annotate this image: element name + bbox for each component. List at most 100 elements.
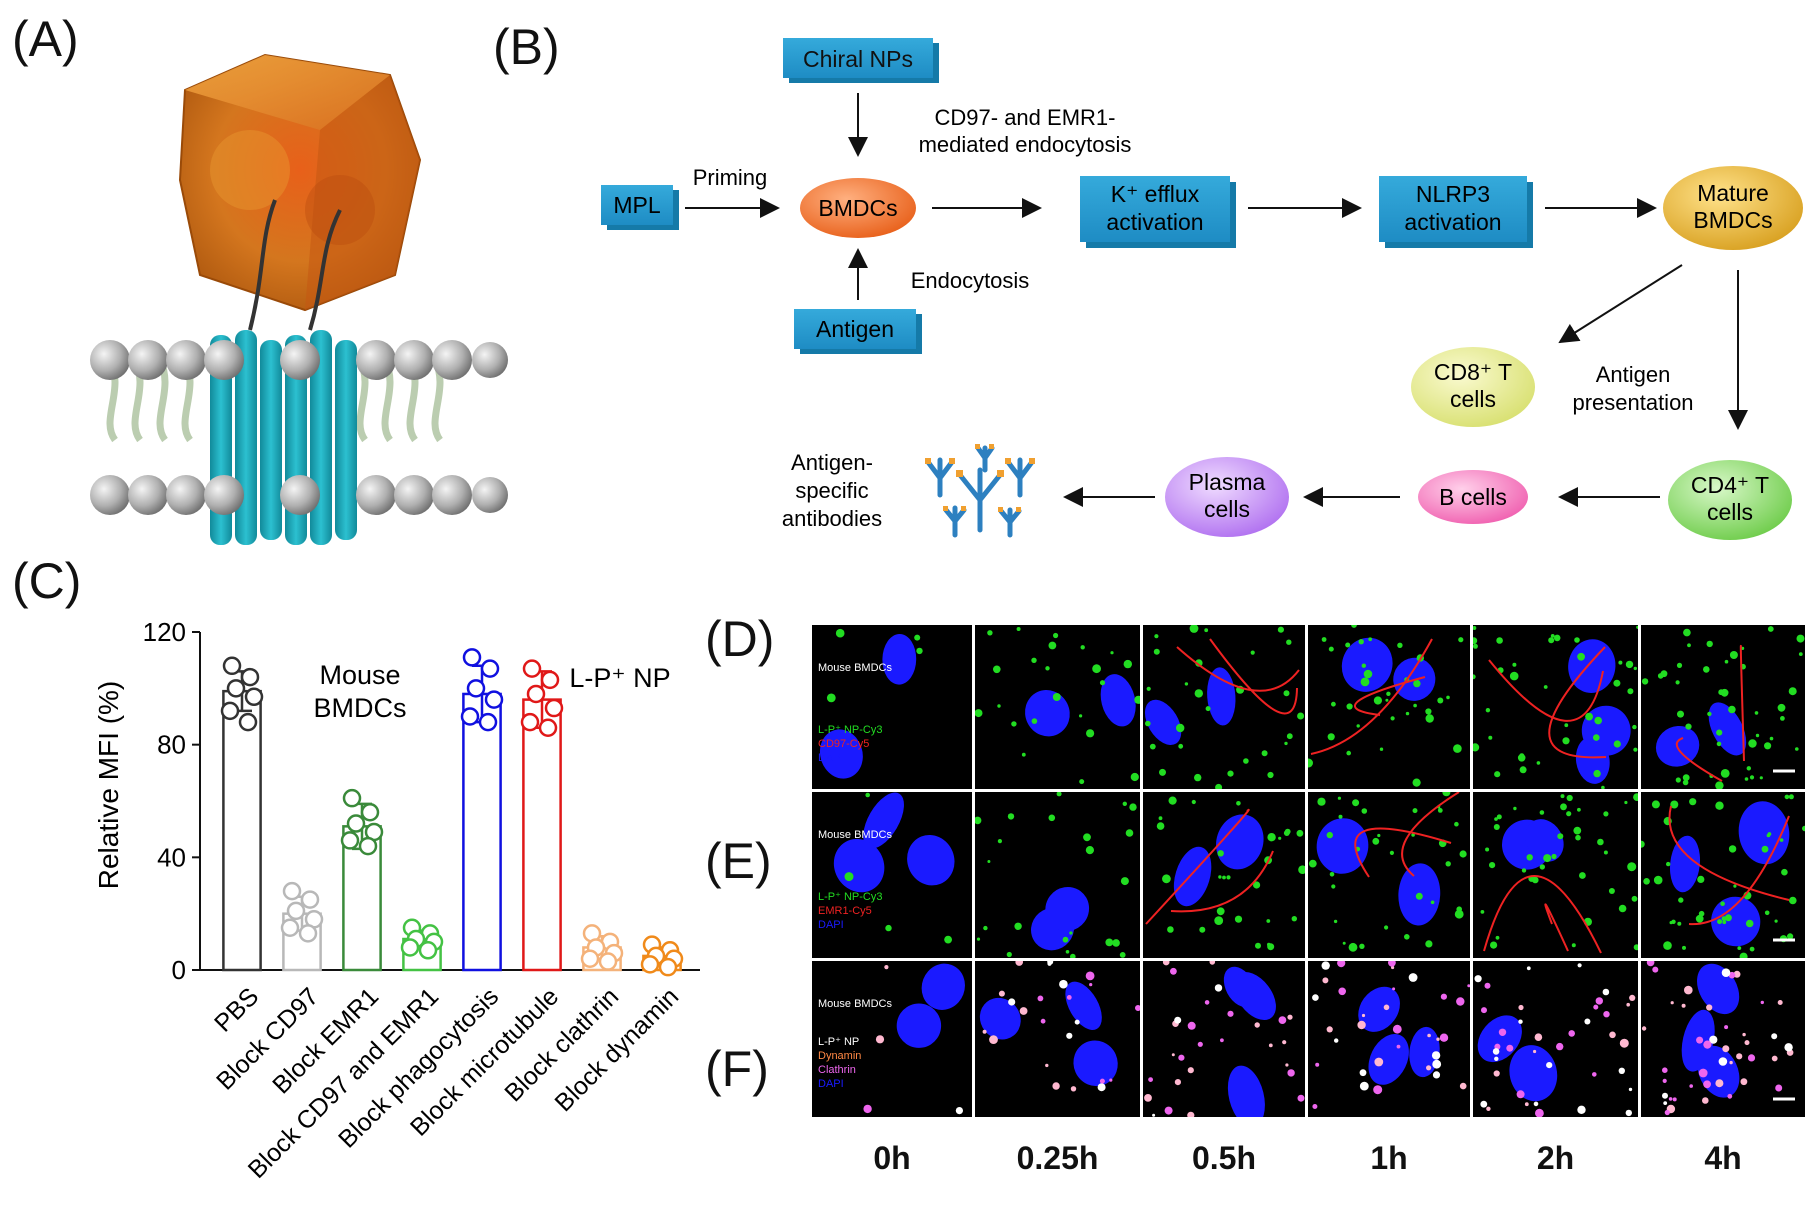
data-point (282, 881, 302, 901)
antibodies-line3: antibodies (782, 506, 882, 531)
micrograph-title: Mouse BMDCs (818, 829, 892, 841)
bmdcs-node: BMDCs (800, 178, 916, 238)
antigen-label: Antigen (816, 316, 894, 342)
plasma-line1: Plasma (1189, 469, 1266, 495)
data-point (540, 670, 560, 690)
mature-line2: BMDCs (1693, 207, 1772, 233)
channel-label: DAPI (818, 752, 844, 764)
b-cells-node: B cells (1418, 470, 1528, 524)
endocytosis-label: Endocytosis (911, 268, 1030, 293)
nlrp3-line2: activation (1404, 209, 1501, 235)
channel-label: L-P⁺ NP-Cy3 (818, 891, 883, 903)
bar (522, 698, 562, 972)
k-efflux-box: K⁺ efflux activation (1080, 176, 1236, 248)
time-point-label: 1h (1370, 1140, 1408, 1176)
panel-label-f: (F) (705, 1041, 769, 1097)
channel-label: DAPI (818, 1078, 844, 1090)
bcells-label: B cells (1439, 484, 1507, 510)
k-efflux-line1: K⁺ efflux (1111, 181, 1200, 207)
mpl-label: MPL (613, 192, 661, 218)
data-point (544, 698, 564, 718)
channel-label: CD97-Cy5 (818, 738, 870, 750)
data-point (418, 941, 438, 960)
data-point (280, 918, 300, 937)
micrograph-tile (1641, 792, 1805, 958)
cd4-line2: cells (1707, 499, 1753, 525)
micrograph-tile (1308, 792, 1470, 958)
channel-label: L-P⁺ NP (818, 1036, 860, 1048)
data-point (526, 684, 546, 704)
micrograph-tile (1473, 792, 1638, 958)
micrograph-tile (975, 792, 1140, 958)
category-label: PBS (209, 982, 264, 1037)
time-point-label: 4h (1704, 1140, 1742, 1176)
data-point (244, 687, 264, 707)
micrograph-tile (1641, 625, 1805, 789)
mpl-box: MPL (601, 185, 679, 230)
antibodies-line2: specific (795, 478, 868, 503)
data-point (484, 690, 504, 709)
channel-label: EMR1-Cy5 (818, 905, 872, 917)
micrograph-title: Mouse BMDCs (818, 998, 892, 1010)
data-point (346, 814, 366, 833)
cd8-line1: CD8⁺ T (1434, 359, 1512, 385)
micrograph-tile (1473, 961, 1638, 1117)
channel-label: L-P⁺ NP-Cy3 (818, 724, 883, 736)
cd97-endocytosis-line1: CD97- and EMR1- (935, 105, 1116, 130)
data-point (298, 924, 318, 943)
micrograph-tile (1308, 961, 1470, 1117)
antibodies-line1: Antigen- (791, 450, 873, 475)
nanoparticle-membrane-illustration (90, 53, 508, 545)
data-point (240, 667, 260, 687)
panel-label-e: (E) (705, 833, 772, 889)
cd4-t-cells-node: CD4⁺ T cells (1668, 460, 1792, 540)
relative-mfi-bar-chart: Relative MFI (%) Mouse BMDCs L-P⁺ NP 040… (93, 617, 700, 1184)
data-point (222, 656, 242, 676)
y-tick-label: 0 (172, 955, 186, 985)
time-point-label: 0.5h (1191, 1140, 1257, 1176)
channel-label: Dynamin (818, 1050, 862, 1062)
data-point (478, 712, 498, 732)
data-point (640, 955, 660, 974)
y-axis-label: Relative MFI (%) (93, 681, 124, 889)
data-point (238, 712, 258, 732)
pathway-diagram: Chiral NPs CD97- and EMR1- mediated endo… (601, 38, 1803, 540)
antigen-presentation-line1: Antigen (1596, 362, 1671, 387)
micrograph-tile (975, 961, 1140, 1117)
chart-annotation-bmdcs: BMDCs (314, 693, 407, 723)
cd97-endocytosis-line2: mediated endocytosis (919, 132, 1132, 157)
data-point (658, 957, 678, 977)
micrograph-tile (1641, 961, 1805, 1117)
micrograph-title: Mouse BMDCs (818, 662, 892, 674)
data-point (462, 648, 482, 667)
data-point (358, 836, 378, 856)
micrograph-tile (975, 625, 1140, 789)
data-point (342, 788, 362, 808)
data-point (226, 679, 246, 698)
nlrp3-line1: NLRP3 (1416, 181, 1490, 207)
chart-annotation-lpnp: L-P⁺ NP (569, 663, 670, 693)
data-point (220, 701, 240, 721)
nlrp3-box: NLRP3 activation (1379, 176, 1533, 248)
data-point (360, 803, 380, 822)
time-point-label: 2h (1536, 1140, 1575, 1176)
cd8-line2: cells (1450, 386, 1496, 412)
antibodies-icon (925, 445, 1035, 538)
bar (462, 692, 502, 972)
antigen-box: Antigen (794, 309, 922, 354)
data-point (598, 952, 618, 971)
bmdcs-label: BMDCs (818, 195, 897, 221)
micrograph-tile (1143, 625, 1305, 789)
data-point (520, 712, 540, 732)
data-point (580, 949, 600, 968)
channel-label: DAPI (818, 919, 844, 931)
chart-annotation-mouse: Mouse (319, 660, 400, 690)
micrograph-tile (1308, 625, 1470, 789)
data-point (400, 938, 420, 957)
panel-label-d: (D) (705, 611, 775, 667)
time-point-label: 0h (873, 1140, 911, 1176)
k-efflux-line2: activation (1106, 209, 1203, 235)
